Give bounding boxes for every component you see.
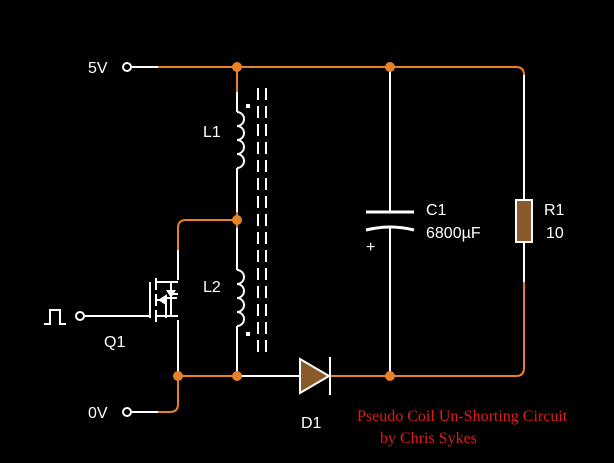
diode-d1 [258,357,331,395]
wires-orange [158,66,525,413]
mosfet-q1 [149,278,178,322]
c1-polarity-mark: + [366,239,375,256]
d1-label: D1 [301,415,322,432]
c1-value-label: 6800µF [426,225,481,242]
l1-label: L1 [203,124,221,141]
r1-value-label: 10 [546,225,564,242]
transformer-core [257,88,267,352]
capacitor-c1 [365,210,415,232]
ground-label: 0V [88,405,108,422]
square-pulse-icon [44,309,66,325]
ground-terminal-icon [122,407,132,417]
junction-dot [385,62,395,72]
caption-author: by Chris Sykes [380,430,477,447]
l1-polarity-dot [246,104,250,108]
inductor-l1 [236,104,250,169]
junction-dots [173,62,395,381]
gate-terminal-icon [75,311,85,321]
junction-dot [173,371,183,381]
supply-label: 5V [88,60,108,77]
ground-wire [158,376,179,413]
supply-rail [158,66,525,200]
r1-ref-label: R1 [544,202,565,219]
inductor-l2 [236,269,250,336]
junction-dot [385,371,395,381]
wires-white [80,66,525,413]
l2-polarity-dot [246,332,250,336]
r1-return-wire [390,282,525,377]
junction-dot [232,371,242,381]
junction-dot [232,215,242,225]
caption-title: Pseudo Coil Un-Shorting Circuit [357,408,568,425]
resistor-r1 [515,199,533,243]
supply-terminal-icon [122,62,132,72]
l2-label: L2 [203,279,221,296]
coil-midpoint-wire [177,219,237,250]
q1-label: Q1 [104,334,125,351]
c1-ref-label: C1 [426,202,447,219]
junction-dot [232,62,242,72]
